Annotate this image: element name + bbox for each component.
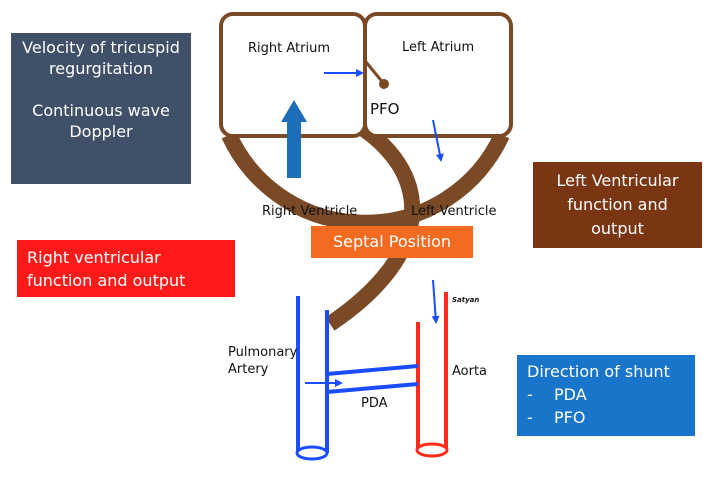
septal-position-box: Septal Position — [311, 226, 473, 258]
shunt-item: - PFO — [527, 406, 695, 429]
shunt-item-bullet: - — [527, 408, 533, 427]
rv-function-line2: function and output — [27, 271, 186, 290]
lv-function-line1: Left Ventricular — [556, 171, 679, 190]
lv-to-aorta-arrow — [431, 279, 440, 324]
septal-position-label: Septal Position — [332, 232, 452, 251]
left-atrium-chamber — [363, 12, 513, 138]
pulmonary-artery-vessel — [296, 296, 329, 453]
lv-function-line3: output — [591, 219, 644, 238]
aorta-label: Aorta — [452, 364, 488, 379]
tricuspid-velocity-box: Velocity of tricuspid regurgitation Cont… — [11, 33, 191, 184]
doppler-line2: Doppler — [69, 122, 133, 141]
tricuspid-velocity-line1: Velocity of tricuspid — [22, 38, 180, 57]
pfo-label: PFO — [370, 100, 400, 118]
pda-duct — [326, 364, 419, 394]
shunt-item-label: PDA — [554, 385, 587, 404]
shunt-item-bullet: - — [527, 385, 533, 404]
left-ventricular-function-box: Left Ventricular function and output — [533, 162, 702, 248]
rv-upward-arrow — [281, 100, 307, 178]
right-ventricle-label: Right Ventricle — [262, 204, 358, 219]
pfo-dot — [379, 79, 389, 89]
lv-function-line2: function and — [567, 195, 668, 214]
interventricular-septum — [325, 117, 420, 331]
shunt-direction-title: Direction of shunt — [527, 362, 670, 381]
right-ventricular-function-box: Right ventricular function and output — [17, 240, 235, 297]
aorta-vessel — [416, 292, 448, 450]
shunt-item-label: PFO — [554, 408, 586, 427]
pulmonary-artery-label-line2: Artery — [228, 362, 269, 377]
aorta-opening — [415, 442, 449, 458]
pulmonary-artery-opening — [295, 445, 329, 461]
right-atrium-label: Right Atrium — [248, 41, 330, 56]
pda-label: PDA — [361, 396, 388, 411]
rv-function-line1: Right ventricular — [27, 248, 161, 267]
ventricle-outer-wall — [221, 131, 510, 231]
left-atrium-label: Left Atrium — [402, 40, 475, 55]
left-ventricle-label: Left Ventricle — [411, 204, 497, 219]
tricuspid-velocity-line2: regurgitation — [49, 59, 153, 78]
pulmonary-artery-label-line1: Pulmonary — [228, 345, 298, 360]
la-to-lv-arrow — [432, 119, 444, 162]
shunt-direction-box: Direction of shunt - PDA - PFO — [517, 355, 695, 436]
shunt-item: - PDA — [527, 383, 695, 406]
artist-signature: Satyan — [452, 296, 480, 304]
doppler-line1: Continuous wave — [32, 101, 170, 120]
